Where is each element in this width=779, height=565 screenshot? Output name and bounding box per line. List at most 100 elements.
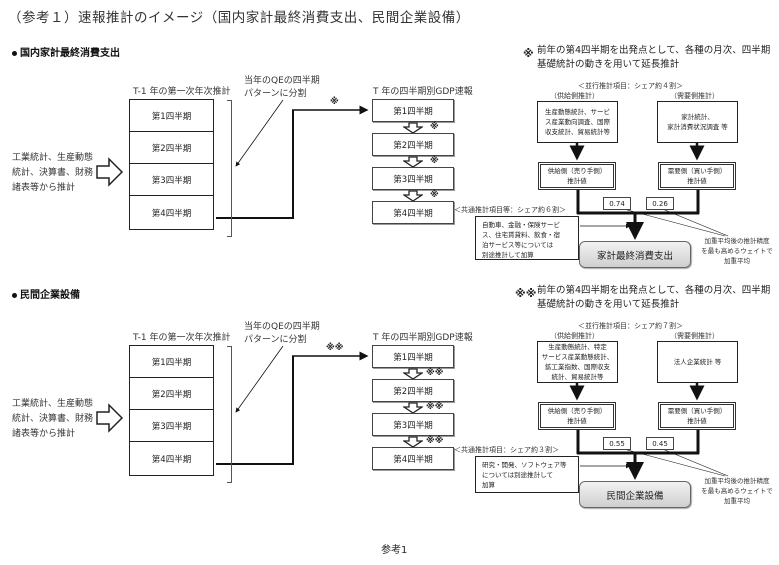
- weighting-note: 加重平均後の推計精度を最も高めるウェイトで加重平均: [698, 236, 776, 266]
- weight-pointer-line: [659, 447, 729, 477]
- common-items-box-line: 泊サービス等については: [482, 241, 554, 249]
- hollow-down-arrow-icon: [403, 436, 423, 448]
- section-heading: 民間企業設備: [12, 286, 80, 301]
- gdp-quarter-box: 第4四半期: [372, 201, 454, 224]
- annual-quarter-cell: 第2四半期: [130, 378, 213, 410]
- supply-source-box-line: 鉱工業指数、国際収支: [545, 363, 610, 371]
- hollow-down-arrow-icon: [403, 190, 423, 202]
- common-items-box-line: 研究・開発、ソフトウェア等: [482, 461, 567, 469]
- supply-source-box-line: 統計、貿易統計等: [551, 373, 604, 381]
- supply-source-box-line: ス産業動向調査、国際: [545, 118, 610, 126]
- extension-note-line: 前年の第4四半期を出発点として、各種の月次、四半期: [537, 45, 771, 56]
- extension-note: 前年の第4四半期を出発点として、各種の月次、四半期基礎統計の動きを用いて延長推計: [537, 284, 770, 312]
- common-items-label: ＜共通推計項目：シェア約３割＞: [454, 446, 559, 454]
- quarterly-gdp-label: T 年の四半期別GDP速報: [373, 333, 473, 343]
- page-footer: 参考1: [381, 545, 408, 556]
- supply-source-box: 生産動態統計、特定サービス産業動態統計、鉱工業指数、国際収支統計、貿易統計等: [537, 341, 618, 383]
- common-items-box-line: 自動車、金融・保険サービ: [482, 221, 560, 229]
- gdp-quarter-box: 第2四半期: [372, 379, 454, 402]
- demand-side-label: （需要側推計）: [670, 332, 719, 340]
- page-title: （参考１）速報推計のイメージ（国内家計最終消費支出、民間企業設備）: [8, 10, 470, 26]
- parallel-items-label: ＜並行推計項目：シェア約７割＞: [578, 322, 683, 330]
- split-note-line: パターンに分割: [244, 89, 307, 99]
- weighting-note-line: を最も高めるウェイトで: [701, 247, 773, 255]
- source-text-line: 諸表等から推計: [12, 429, 76, 439]
- supply-source-box-line: 生産動態統計、サービ: [545, 108, 610, 116]
- demand-estimate-box-line: 需要側（買い手側）: [667, 407, 727, 415]
- section-heading: 国内家計最終消費支出: [12, 44, 120, 59]
- annual-estimate-label: T-1 年の第一次年次推計: [133, 87, 231, 97]
- demand-estimate-box: 需要側（買い手側） 推計値: [658, 162, 736, 190]
- annual-quarter-cell: 第3四半期: [130, 410, 213, 442]
- source-text-line: 諸表等から推計: [12, 183, 76, 193]
- annual-quarter-cell: 第2四半期: [130, 132, 213, 164]
- weighting-note-line: 加重平均後の推計精度: [704, 477, 770, 485]
- demand-estimate-box-line: 推計値: [687, 177, 707, 185]
- supply-estimate-box-line: 推計値: [567, 417, 587, 425]
- demand-source-box-line: 家計消費状況調査 等: [667, 123, 728, 131]
- demand-estimate-box-line: 需要側（買い手側）: [667, 167, 727, 175]
- split-note-pointer: [235, 99, 284, 167]
- parallel-items-label: ＜並行推計項目：シェア約４割＞: [578, 82, 683, 90]
- reference-mark: ※※: [426, 436, 444, 446]
- demand-source-box: 家計統計、家計消費状況調査 等: [657, 101, 738, 143]
- bullet-icon: [12, 292, 17, 298]
- weight-pointer-line: [619, 207, 726, 237]
- bullet-icon: [12, 50, 17, 56]
- extension-note-line: 基礎統計の動きを用いて延長推計: [537, 59, 680, 70]
- extension-note: 前年の第4四半期を出発点として、各種の月次、四半期基礎統計の動きを用いて延長推計: [537, 44, 770, 72]
- hollow-down-arrow-icon: [403, 368, 423, 380]
- extension-note-line: 基礎統計の動きを用いて延長推計: [537, 299, 680, 310]
- split-note: 当年のQEの四半期パターンに分割: [244, 75, 320, 101]
- common-items-box: 自動車、金融・保険サービス、住宅賃貸料、飲食・宿泊サービス等については別途推計し…: [475, 216, 579, 260]
- annual-quarter-stack: 第1四半期第2四半期第3四半期第4四半期: [129, 99, 214, 230]
- demand-source-box: 法人企業統計 等: [657, 341, 738, 383]
- demand-side-label: （需要側推計）: [670, 92, 719, 100]
- source-text-line: 統計、決算書、財務: [12, 168, 94, 178]
- gdp-quarter-box: 第2四半期: [372, 133, 454, 156]
- result-box: 民間企業設備: [579, 481, 691, 508]
- reference-mark: ※: [430, 190, 439, 200]
- bracket: [227, 100, 232, 237]
- quarterly-gdp-label: T 年の四半期別GDP速報: [373, 87, 473, 97]
- gdp-quarter-box: 第1四半期: [372, 345, 454, 368]
- hollow-down-arrow-icon: [403, 122, 423, 134]
- gdp-quarter-box: 第3四半期: [372, 167, 454, 190]
- weight-pointer-line: [619, 447, 726, 477]
- gdp-quarter-box: 第1四半期: [372, 99, 454, 122]
- split-note-line: 当年のQEの四半期: [244, 76, 320, 86]
- demand-source-box-line: 家計統計、: [681, 113, 714, 121]
- common-items-box: 研究・開発、ソフトウェア等については別途推計して加算: [475, 456, 579, 493]
- section-heading-text: 民間企業設備: [20, 290, 80, 301]
- source-text-line: 統計、決算書、財務: [12, 414, 94, 424]
- supply-weight: 0.55: [603, 437, 631, 450]
- note-mark: ※※: [515, 287, 537, 300]
- weighting-note-line: を最も高めるウェイトで: [701, 487, 773, 495]
- supply-estimate-box-line: 供給側（売り手側）: [547, 407, 607, 415]
- reference-mark: ※※: [426, 402, 444, 412]
- extension-note-line: 前年の第4四半期を出発点として、各種の月次、四半期: [537, 285, 771, 296]
- hollow-right-arrow-icon: [96, 403, 124, 433]
- annual-quarter-cell: 第3四半期: [130, 164, 213, 196]
- section-heading-text: 国内家計最終消費支出: [20, 48, 120, 59]
- supply-side-label: （供給側推計）: [550, 92, 599, 100]
- supply-source-box: 生産動態統計、サービス産業動向調査、国際収支統計、貿易統計等: [537, 101, 618, 143]
- supply-estimate-box: 供給側（売り手側）推計値: [538, 162, 616, 190]
- demand-weight: 0.26: [646, 197, 674, 210]
- reference-mark: ※: [430, 122, 439, 132]
- result-box: 家計最終消費支出: [579, 241, 691, 268]
- reference-mark: ※※: [326, 343, 344, 353]
- weighting-note-line: 加重平均: [724, 257, 750, 265]
- split-note-line: 当年のQEの四半期: [244, 322, 320, 332]
- reference-mark: ※※: [426, 368, 444, 378]
- common-items-box-line: 別途推計して加算: [482, 251, 534, 259]
- common-items-box-line: 加算: [482, 481, 495, 489]
- annual-estimate-label: T-1 年の第一次年次推計: [133, 333, 231, 343]
- common-items-box-line: については別途推計して: [482, 471, 553, 479]
- common-items-box-line: ス、住宅賃貸料、飲食・宿: [482, 231, 560, 239]
- demand-weight: 0.45: [646, 437, 674, 450]
- annual-quarter-cell: 第1四半期: [130, 100, 213, 132]
- demand-estimate-box-line: 推計値: [687, 417, 707, 425]
- supply-source-box-line: 生産動態統計、特定: [548, 343, 607, 351]
